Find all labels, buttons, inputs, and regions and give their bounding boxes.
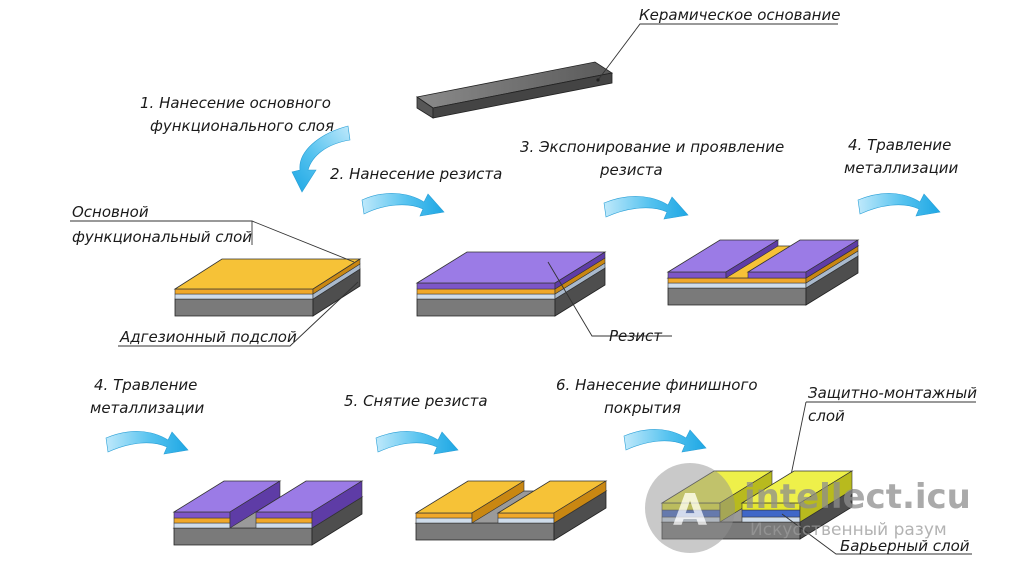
step1-label-line2: функционального слоя	[150, 117, 334, 135]
step3-label-line2: резиста	[599, 161, 663, 179]
curved-arrow-step6-icon	[623, 429, 707, 453]
substrate-resist-layer	[415, 251, 607, 317]
main-layer-label-line2: функциональный слой	[72, 228, 252, 246]
step6-label-line1: 6. Нанесение финишного	[556, 376, 758, 394]
substrate-finish-coating	[660, 470, 854, 540]
step4a-label-line2: металлизации	[844, 159, 959, 177]
ceramic-base-dot	[596, 78, 600, 82]
substrate-functional-layer	[173, 258, 362, 317]
substrate-resist-removed	[414, 480, 608, 541]
step5-label: 5. Снятие резиста	[344, 392, 488, 410]
watermark: A intellect.icu Искусственный разум	[645, 463, 971, 553]
resist-label: Резист	[609, 327, 663, 345]
step2-label: 2. Нанесение резиста	[330, 165, 502, 183]
step4b-label-line2: металлизации	[90, 399, 205, 417]
ceramic-base-block	[415, 61, 614, 119]
substrate-patterned-resist	[666, 239, 860, 306]
adhesion-label: Адгезионный подслой	[119, 328, 297, 346]
protective-label-line1: Защитно-монтажный	[808, 384, 977, 402]
protective-label-line2: слой	[808, 407, 845, 425]
resist-leader	[547, 261, 672, 337]
barrier-label: Барьерный слой	[840, 537, 970, 555]
curved-arrow-step1-icon	[291, 125, 351, 193]
watermark-logo-letter: A	[673, 485, 707, 536]
protective-leader	[789, 401, 807, 481]
watermark-tagline: Искусственный разум	[750, 520, 947, 540]
curved-arrow-step4b-icon	[105, 431, 189, 455]
step4a-label-line1: 4. Травление	[848, 136, 951, 154]
adhesion-leader	[118, 281, 359, 347]
curved-arrow-step5-icon	[375, 431, 459, 455]
barrier-leader	[781, 513, 972, 555]
main-layer-label-line1: Основной	[72, 203, 149, 221]
watermark-name: intellect.icu	[744, 477, 971, 517]
curved-arrow-step4a-icon	[857, 193, 941, 217]
step6-label-line2: покрытия	[604, 399, 681, 417]
step1-label-line1: 1. Нанесение основного	[140, 94, 331, 112]
step3-label-line1: 3. Экспонирование и проявление	[520, 138, 784, 156]
substrate-etched-metallization	[172, 480, 364, 546]
curved-arrow-step3-icon	[603, 196, 689, 220]
curved-arrow-step2-icon	[361, 193, 445, 217]
watermark-logo-icon	[645, 463, 735, 553]
ceramic-base-leader	[597, 23, 838, 81]
step4b-label-line1: 4. Травление	[94, 376, 197, 394]
ceramic-base-label: Керамическое основание	[639, 6, 840, 24]
